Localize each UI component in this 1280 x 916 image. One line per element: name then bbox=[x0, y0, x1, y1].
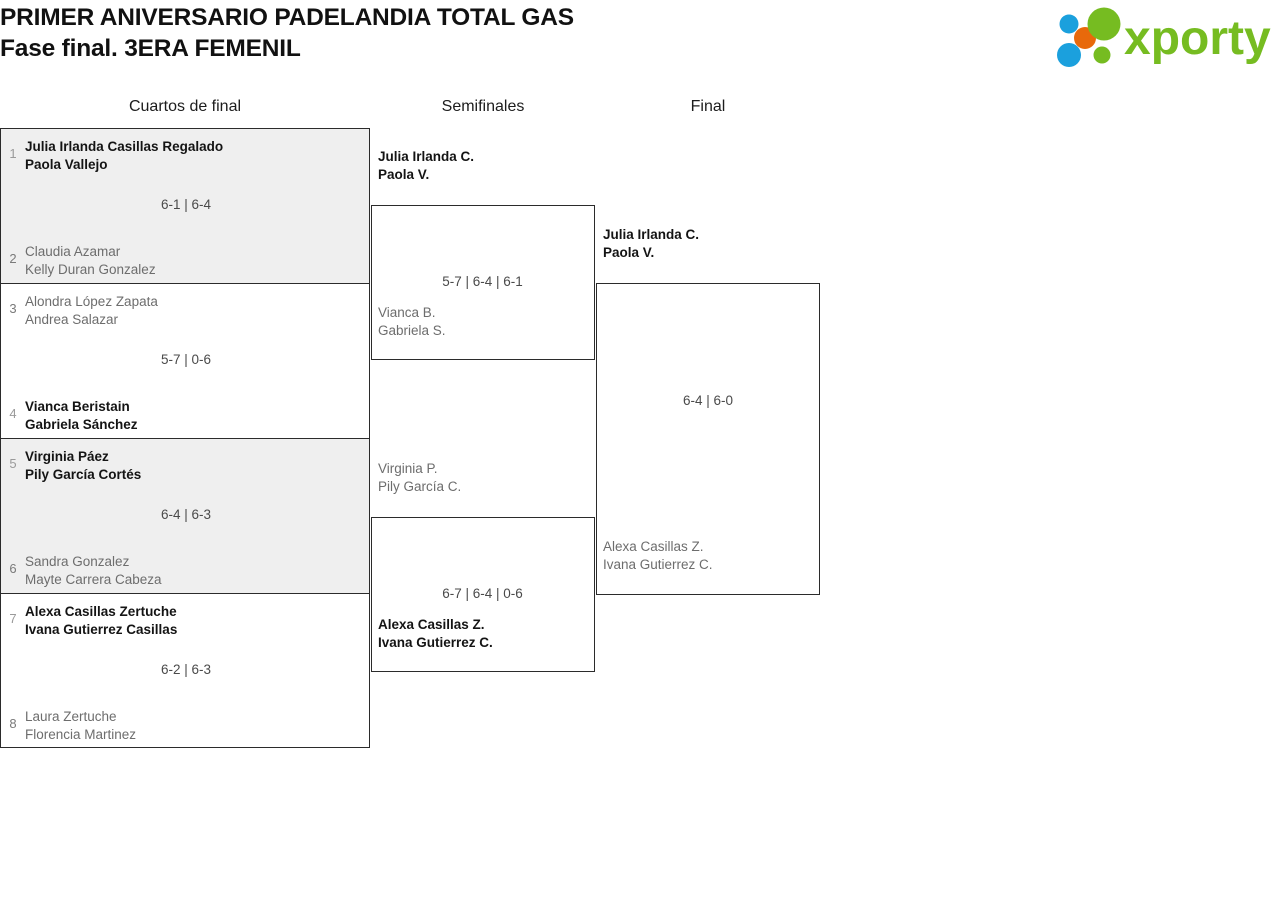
qf2-score: 5-7 | 0-6 bbox=[160, 352, 212, 367]
qf4-top-seed: 7 bbox=[9, 611, 17, 626]
sf1-score: 5-7 | 6-4 | 6-1 bbox=[442, 274, 523, 289]
qf3-bottom-entry[interactable]: 6 Sandra Gonzalez Mayte Carrera Cabeza bbox=[1, 552, 371, 589]
qf1-bottom-entry[interactable]: 2 Claudia Azamar Kelly Duran Gonzalez bbox=[1, 242, 371, 279]
qf4-bottom-team: Laura Zertuche Florencia Martinez bbox=[25, 709, 137, 742]
xporty-logo[interactable]: xporty bbox=[1052, 6, 1276, 68]
qf1-top-team: Julia Irlanda Casillas Regalado Paola Va… bbox=[25, 139, 224, 172]
tournament-title-block: PRIMER ANIVERSARIO PADELANDIA TOTAL GAS … bbox=[0, 2, 574, 64]
match-qf-3[interactable]: 5 Virginia Páez Pily García Cortés 6-4 |… bbox=[0, 438, 370, 593]
logo-dots-icon bbox=[1057, 7, 1121, 67]
sf2-bottom-team[interactable]: Alexa Casillas Z. Ivana Gutierrez C. bbox=[378, 617, 493, 650]
page-header: PRIMER ANIVERSARIO PADELANDIA TOTAL GAS … bbox=[0, 0, 1280, 78]
qf3-top-entry[interactable]: 5 Virginia Páez Pily García Cortés bbox=[1, 447, 371, 484]
final-top-team[interactable]: Julia Irlanda C. Paola V. bbox=[603, 227, 700, 260]
sf2-score: 6-7 | 6-4 | 0-6 bbox=[442, 586, 523, 601]
final-score: 6-4 | 6-0 bbox=[682, 393, 734, 408]
qf4-bottom-seed: 8 bbox=[9, 716, 17, 731]
qf2-top-team: Alondra López Zapata Andrea Salazar bbox=[25, 294, 158, 327]
qf4-top-team: Alexa Casillas Zertuche Ivana Gutierrez … bbox=[25, 604, 178, 637]
match-qf-1[interactable]: 1 Julia Irlanda Casillas Regalado Paola … bbox=[0, 128, 370, 283]
sf2-top-team[interactable]: Virginia P. Pily García C. bbox=[378, 461, 462, 494]
qf1-score: 6-1 | 6-4 bbox=[160, 197, 212, 212]
page-title: PRIMER ANIVERSARIO PADELANDIA TOTAL GAS bbox=[0, 4, 574, 31]
qf1-bottom-team: Claudia Azamar Kelly Duran Gonzalez bbox=[25, 244, 156, 277]
round-quarterfinals: 1 Julia Irlanda Casillas Regalado Paola … bbox=[0, 128, 370, 748]
column-header-semifinals: Semifinales bbox=[441, 98, 525, 115]
qf1-bottom-seed: 2 bbox=[9, 251, 17, 266]
match-qf-2[interactable]: 3 Alondra López Zapata Andrea Salazar 5-… bbox=[0, 283, 370, 438]
final-bottom-team[interactable]: Alexa Casillas Z. Ivana Gutierrez C. bbox=[603, 539, 713, 572]
qf3-bottom-seed: 6 bbox=[9, 561, 17, 576]
qf1-top-seed: 1 bbox=[9, 146, 17, 161]
sf1-top-team[interactable]: Julia Irlanda C. Paola V. bbox=[378, 149, 475, 182]
qf4-score: 6-2 | 6-3 bbox=[160, 662, 212, 677]
column-header-final: Final bbox=[690, 98, 726, 115]
match-sf-2[interactable]: 6-7 | 6-4 | 0-6 bbox=[371, 517, 595, 672]
qf4-bottom-entry[interactable]: 8 Laura Zertuche Florencia Martinez bbox=[1, 707, 371, 744]
qf4-top-entry[interactable]: 7 Alexa Casillas Zertuche Ivana Gutierre… bbox=[1, 602, 371, 639]
qf2-bottom-team: Vianca Beristain Gabriela Sánchez bbox=[25, 399, 138, 432]
qf3-top-seed: 5 bbox=[9, 456, 17, 471]
qf3-score: 6-4 | 6-3 bbox=[160, 507, 212, 522]
qf2-top-seed: 3 bbox=[9, 301, 17, 316]
page-subtitle: Fase final. 3ERA FEMENIL bbox=[0, 35, 301, 62]
column-header-quarterfinals: Cuartos de final bbox=[128, 98, 242, 115]
match-qf-4[interactable]: 7 Alexa Casillas Zertuche Ivana Gutierre… bbox=[0, 593, 370, 748]
qf3-bottom-team: Sandra Gonzalez Mayte Carrera Cabeza bbox=[25, 554, 162, 587]
qf2-bottom-entry[interactable]: 4 Vianca Beristain Gabriela Sánchez bbox=[1, 397, 371, 434]
logo-wordmark: xporty bbox=[1124, 12, 1271, 65]
qf2-bottom-seed: 4 bbox=[9, 406, 17, 421]
match-final[interactable] bbox=[596, 283, 820, 595]
qf1-top-entry[interactable]: 1 Julia Irlanda Casillas Regalado Paola … bbox=[1, 137, 371, 174]
sf1-bottom-team[interactable]: Vianca B. Gabriela S. bbox=[378, 305, 446, 338]
qf3-top-team: Virginia Páez Pily García Cortés bbox=[25, 449, 142, 482]
match-sf-1[interactable]: 5-7 | 6-4 | 6-1 bbox=[371, 205, 595, 360]
qf2-top-entry[interactable]: 3 Alondra López Zapata Andrea Salazar bbox=[1, 292, 371, 329]
